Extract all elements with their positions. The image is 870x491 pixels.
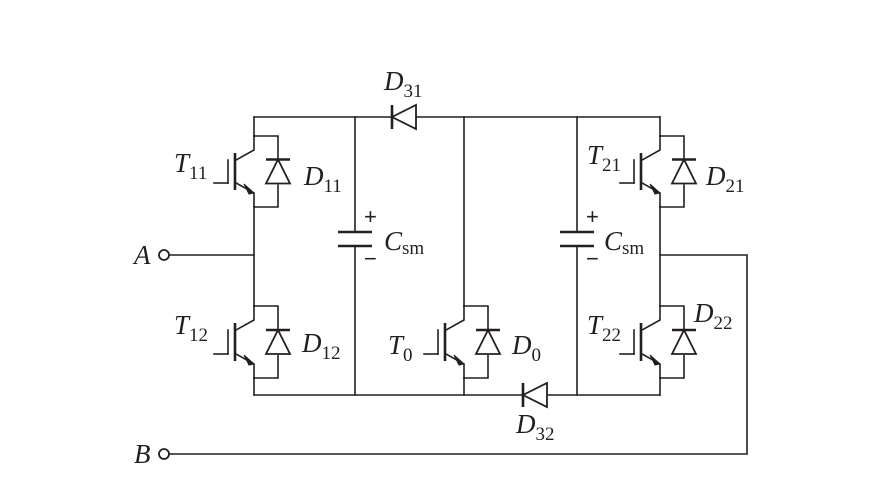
diode-d32-label: D32 — [515, 409, 555, 445]
switch-t22-label: T22 — [587, 310, 621, 346]
diode-d0-label: D0 — [511, 330, 541, 366]
terminal-a-label: A — [132, 240, 151, 270]
diode-d22-label: D22 — [693, 298, 733, 334]
terminal-a-dot — [158, 249, 170, 261]
cap1-plus-sign: + — [364, 204, 377, 229]
terminal-b-label: B — [134, 439, 151, 469]
diode-d31-label: D31 — [383, 66, 423, 102]
switch-cell-t22 — [619, 305, 698, 379]
diode-d32 — [520, 381, 548, 409]
cap2-plus-sign: + — [586, 204, 599, 229]
switch-t12-label: T12 — [174, 310, 208, 346]
capacitor-c2 — [560, 230, 594, 248]
terminal-b-dot — [158, 448, 170, 460]
capacitor-c1 — [338, 230, 372, 248]
diode-d31 — [389, 103, 417, 131]
diode-d12-label: D12 — [301, 328, 341, 364]
switch-cell-t0 — [423, 305, 502, 379]
cap1-label: Csm — [384, 226, 424, 259]
switch-cell-t21 — [619, 135, 698, 208]
diode-d21-label: D21 — [705, 161, 745, 197]
cap2-minus-sign: − — [586, 246, 599, 271]
switch-t0-label: T0 — [388, 330, 413, 366]
switch-t11-label: T11 — [174, 148, 207, 184]
switch-t21-label: T21 — [587, 140, 621, 176]
terminal-b-wire — [169, 254, 748, 455]
diode-d11-label: D11 — [303, 161, 342, 197]
cap1-minus-sign: − — [364, 246, 377, 271]
cap2-label: Csm — [604, 226, 644, 259]
switch-cell-t11 — [213, 135, 292, 208]
switch-cell-t12 — [213, 305, 292, 379]
